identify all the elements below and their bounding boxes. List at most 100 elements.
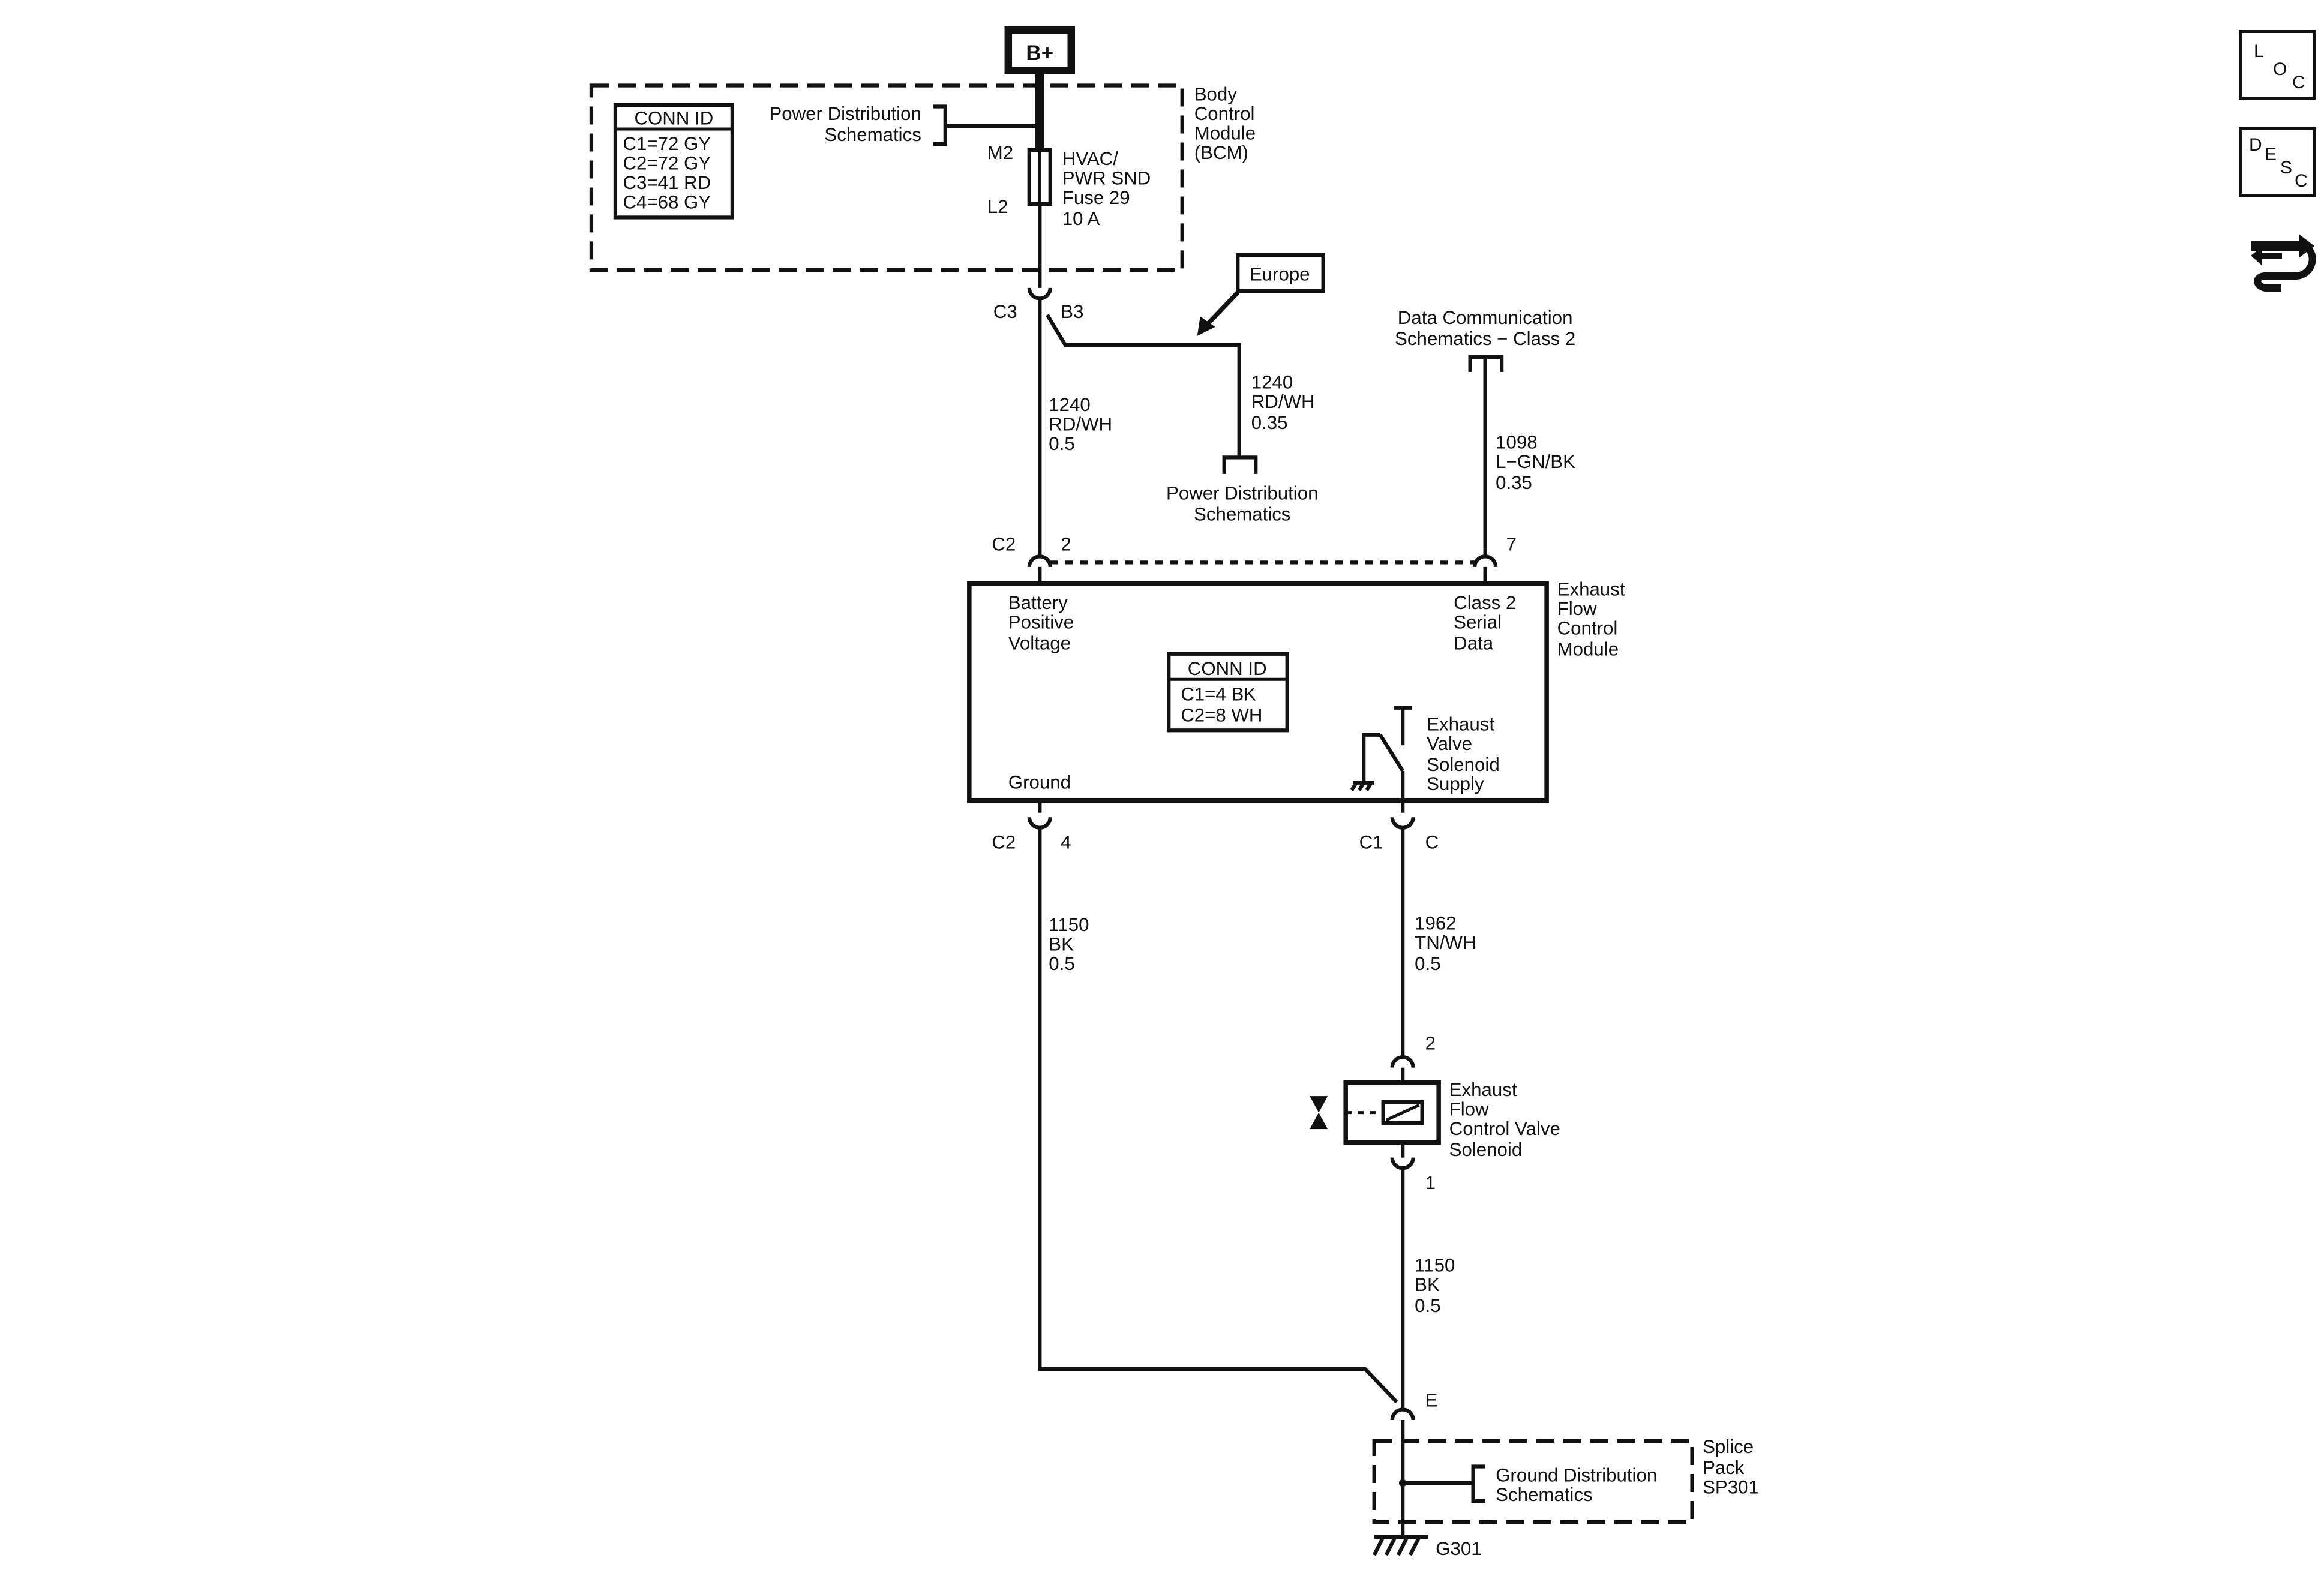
europe-label: Europe [1250,263,1310,284]
solenoid-name: Exhaust Flow Control Valve Solenoid [1449,1079,1560,1160]
europe-box [1236,253,1325,293]
loc-letter-l: L [2254,41,2264,61]
svg-text:Power Distribution: Power Distribution [769,103,921,124]
svg-text:BK: BK [1415,1274,1440,1295]
svg-text:Schematics − Class 2: Schematics − Class 2 [1395,328,1575,349]
svg-text:Fuse 29: Fuse 29 [1062,187,1130,208]
fuse-pin-out: L2 [987,196,1008,217]
efcm-batt-conn: C2 [992,533,1016,554]
efcm-name: Exhaust Flow Control Module [1557,578,1625,659]
wire-label-solenoid-supply: 1962 TN/WH 0.5 [1415,913,1476,974]
svg-text:Exhaust: Exhaust [1427,713,1494,734]
wire-label-europe-feed: 1240 RD/WH 0.35 [1251,371,1315,433]
svg-text:TN/WH: TN/WH [1415,932,1476,953]
efcm-batt-pin: 2 [1061,533,1071,554]
efcm-gnd-conn: C2 [992,832,1016,853]
svg-text:Control Valve: Control Valve [1449,1118,1560,1139]
desc-letter-d: D [2249,135,2262,155]
wire-label-ground-2: 1150 BK 0.5 [1415,1255,1455,1316]
connector-splice-e [1390,1407,1415,1421]
location-icon-button[interactable]: L O C [2239,30,2316,100]
svg-text:Ground Distribution: Ground Distribution [1496,1465,1657,1486]
wire-1150-ground-1 [1038,827,1398,1404]
svg-text:1150: 1150 [1049,914,1089,935]
svg-text:0.35: 0.35 [1496,472,1532,493]
svg-text:Module: Module [1557,638,1619,659]
svg-text:RD/WH: RD/WH [1251,391,1315,412]
svg-text:Pack: Pack [1703,1457,1744,1478]
loc-letter-c: C [2292,73,2305,92]
svg-text:Flow: Flow [1557,598,1597,619]
desc-letter-c: C [2295,171,2308,191]
svg-text:Solenoid: Solenoid [1427,754,1500,775]
wire-label-main-feed: 1240 RD/WH 0.5 [1049,394,1112,454]
svg-text:C4=68 GY: C4=68 GY [623,191,711,212]
svg-text:0.5: 0.5 [1049,433,1074,454]
solenoid-pin-top: 2 [1425,1033,1436,1054]
efcm-conn-id-list: C1=4 BK C2=8 WH [1181,683,1262,725]
connector-solenoid-pin2 [1390,1055,1415,1068]
bcm-conn-id-box [613,103,735,220]
efcm-battery-label: Battery Positive Voltage [1008,592,1074,653]
valve-icon [1310,1096,1328,1130]
svg-text:HVAC/: HVAC/ [1062,148,1118,169]
svg-text:Control: Control [1557,617,1618,638]
wire-1240-europe [1046,314,1241,458]
bcm-out-pin: B3 [1061,301,1083,322]
battery-supply-label: B+ [1026,41,1053,65]
desc-letter-s: S [2280,158,2293,178]
efcm-serial-pin: 7 [1506,533,1517,554]
efcm-serial-label: Class 2 Serial Data [1454,592,1516,653]
svg-text:C3=41 RD: C3=41 RD [623,172,711,193]
efcm-ground-label: Ground [1008,772,1071,793]
ref-europe-power-distribution: Power Distribution Schematics [1166,482,1318,524]
efcm-gnd-pin: 4 [1061,832,1071,853]
splice-pin: E [1425,1390,1438,1411]
navigation-arrows-icon[interactable] [2239,217,2323,301]
svg-text:Splice: Splice [1703,1436,1753,1457]
fuse-label: HVAC/ PWR SND Fuse 29 10 A [1062,148,1151,229]
description-icon-button[interactable]: D E S C [2239,127,2316,197]
svg-text:Body: Body [1194,83,1238,104]
svg-text:Data Communication: Data Communication [1398,307,1573,328]
connector-c2-pin4 [1027,816,1052,830]
splice-pack-name: Splice Pack SP301 [1703,1436,1759,1497]
connector-solenoid-pin1 [1390,1157,1415,1170]
svg-text:Schematics: Schematics [824,124,921,145]
ground-g301-icon [1372,1535,1428,1556]
svg-text:10 A: 10 A [1062,208,1100,229]
svg-text:0.35: 0.35 [1251,412,1288,433]
svg-text:0.5: 0.5 [1415,953,1440,974]
ground-g301-label: G301 [1436,1538,1481,1559]
svg-text:PWR SND: PWR SND [1062,167,1151,188]
efcm-conn-id-title: CONN ID [1188,658,1267,679]
svg-text:Control: Control [1194,103,1255,124]
svg-text:Schematics: Schematics [1194,503,1290,524]
connector-c1-pinc [1390,816,1415,830]
connector-pin7 [1473,554,1498,568]
efcm-conn-id-box [1167,652,1289,733]
bcm-conn-id-title: CONN ID [634,107,713,128]
svg-text:C2=8 WH: C2=8 WH [1181,704,1262,725]
efcm-solenoid-supply-label: Exhaust Valve Solenoid Supply [1427,713,1500,794]
bcm-power-distribution-ref: Power Distribution Schematics [769,103,921,145]
svg-text:(BCM): (BCM) [1194,142,1248,163]
svg-text:Valve: Valve [1427,733,1472,754]
svg-text:Exhaust: Exhaust [1449,1079,1517,1100]
svg-text:1240: 1240 [1049,394,1090,415]
svg-text:BK: BK [1049,934,1074,955]
svg-text:SP301: SP301 [1703,1477,1759,1498]
svg-text:Serial: Serial [1454,611,1502,632]
svg-text:Positive: Positive [1008,611,1074,632]
bcm-name: Body Control Module (BCM) [1194,83,1256,163]
loc-letter-o: O [2273,59,2287,79]
fuse-pin-in: M2 [987,142,1013,163]
bcm-out-conn: C3 [993,301,1017,322]
svg-text:1962: 1962 [1415,913,1456,934]
svg-text:Solenoid: Solenoid [1449,1139,1523,1160]
svg-text:1150: 1150 [1415,1255,1455,1276]
svg-text:L−GN/BK: L−GN/BK [1496,451,1575,472]
bcm-conn-id-list: C1=72 GY C2=72 GY C3=41 RD C4=68 GY [623,133,711,212]
svg-text:Class 2: Class 2 [1454,592,1516,613]
svg-text:Exhaust: Exhaust [1557,578,1625,599]
